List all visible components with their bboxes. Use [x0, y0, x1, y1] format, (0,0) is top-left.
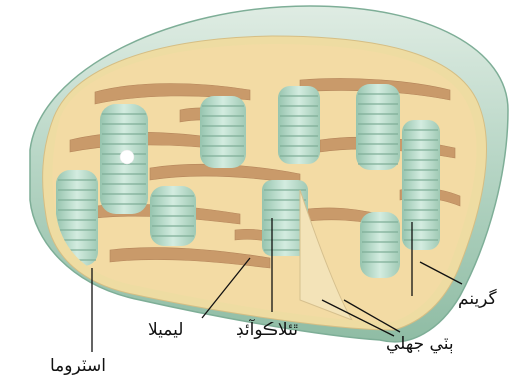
label-thylakoid: ٿئلاڪوآئڊ: [236, 322, 298, 339]
label-double-membrane: ٻٽي جهلي: [386, 336, 454, 353]
granum-stack-8: [360, 212, 400, 278]
granum-stack-3: [200, 96, 246, 168]
granum-stack-7: [356, 84, 400, 170]
label-stroma: اسٽروما: [50, 358, 106, 375]
droplet: [120, 150, 134, 164]
granum-stack-4: [150, 186, 196, 246]
granum-stack-9: [402, 120, 440, 250]
label-granum: گرينم: [458, 291, 497, 308]
label-lamella: ليميلا: [148, 322, 183, 339]
granum-stack-5: [278, 86, 320, 164]
